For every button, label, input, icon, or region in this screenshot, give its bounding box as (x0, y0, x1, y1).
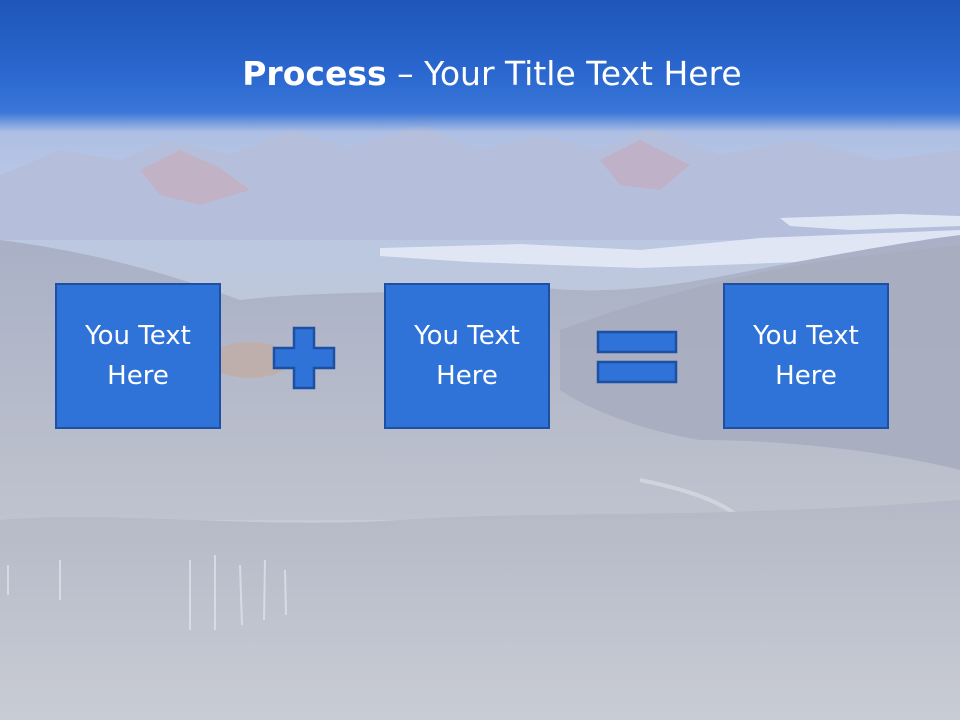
process-box-2: You Text Here (384, 283, 550, 429)
title-rest: Your Title Text Here (424, 54, 742, 93)
process-box-3: You Text Here (723, 283, 889, 429)
title-dash: – (386, 54, 425, 93)
equals-icon (596, 330, 678, 384)
process-box-1: You Text Here (55, 283, 221, 429)
process-box-2-text: You Text Here (414, 321, 520, 391)
title-bold: Process (242, 54, 387, 93)
plus-icon (272, 326, 336, 390)
process-box-1-text: You Text Here (85, 321, 191, 391)
process-box-3-text: You Text Here (753, 321, 859, 391)
slide-title: Process – Your Title Text Here (0, 52, 960, 96)
title-bar (0, 0, 960, 132)
